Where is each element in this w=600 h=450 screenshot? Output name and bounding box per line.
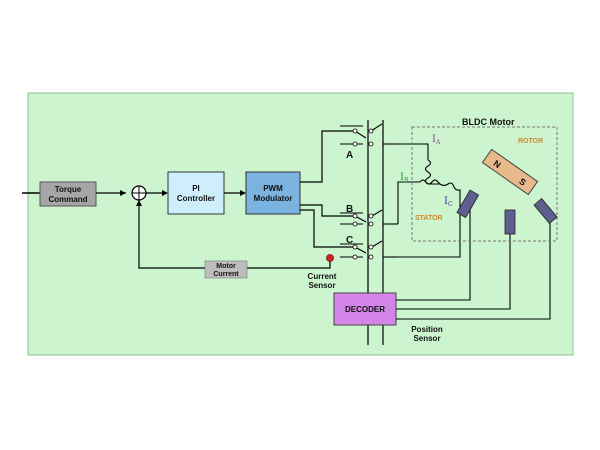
current-sensor-line2: Sensor: [308, 281, 335, 290]
stator-windings: [419, 159, 461, 198]
motor-current-label: Motor Current: [204, 260, 248, 279]
pi-line1: PI: [192, 184, 200, 193]
summing-junction: [131, 185, 147, 201]
pwm-line1: PWM: [263, 184, 283, 193]
ib-label: IB: [400, 172, 409, 184]
pwm-gate-lines: [300, 130, 355, 248]
hall-sensor-3: [533, 198, 558, 224]
bldc-motor-title: BLDC Motor: [462, 117, 515, 127]
pi-line2: Controller: [177, 194, 215, 203]
motor-current-line1: Motor: [216, 263, 236, 270]
decoder-label: DECODER: [345, 305, 385, 314]
current-sensor-dot: [326, 254, 334, 262]
stator-label: STATOR: [415, 215, 443, 222]
hall-sensors: [456, 189, 558, 235]
torque-command-block: Torque Command: [39, 181, 97, 207]
torque-to-sum-arrow: [120, 190, 126, 196]
position-sensor-lines: [396, 210, 551, 320]
phase-a-label: A: [346, 150, 353, 161]
position-sensor-line2: Sensor: [413, 334, 440, 343]
bldc-motor-box: [411, 126, 558, 242]
phase-b-label: B: [346, 204, 353, 215]
rotor-north-label: N: [492, 158, 503, 170]
rotor-magnet: N S: [481, 148, 539, 196]
ia-label: IA: [432, 134, 441, 146]
phase-c-label: C: [346, 235, 353, 246]
pi-to-pwm-arrow: [240, 190, 246, 196]
pwm-modulator-block: PWM Modulator: [245, 171, 301, 215]
hall-sensor-1: [456, 189, 480, 219]
hall-sensor-2: [504, 209, 516, 235]
pwm-line2: Modulator: [254, 194, 293, 203]
switch-terminals: [352, 128, 374, 260]
torque-line1: Torque: [55, 185, 82, 194]
diagram-background: [27, 92, 574, 356]
phase-wires: [397, 143, 461, 258]
rotor-south-label: S: [517, 176, 528, 188]
sum-to-pi-arrow: [162, 190, 168, 196]
inverter-switches: [340, 123, 398, 258]
rotor-label: ROTOR: [518, 138, 543, 145]
feedback-arrow: [136, 200, 142, 206]
decoder-block: DECODER: [333, 292, 397, 326]
current-sensor-line1: Current: [308, 272, 337, 281]
pi-controller-block: PI Controller: [167, 171, 225, 215]
torque-line2: Command: [48, 195, 87, 204]
motor-current-line2: Current: [213, 271, 239, 278]
ic-label: IC: [444, 196, 453, 208]
position-sensor-line1: Position: [411, 325, 443, 334]
